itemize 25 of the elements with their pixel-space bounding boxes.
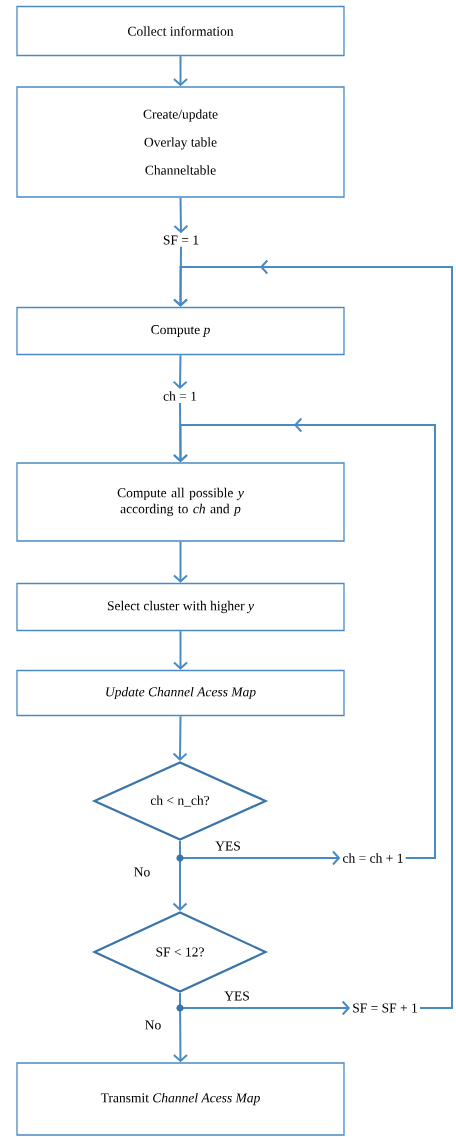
process-box: Transmit Channel Acess Map — [16, 1062, 345, 1136]
step-label: SF = SF + 1 — [353, 1003, 417, 1013]
process-box: Compute all possible y according to ch and p — [16, 462, 345, 542]
arrow — [173, 540, 188, 583]
arrow — [172, 354, 188, 390]
arrow — [173, 259, 453, 1009]
process-box: Collect information — [16, 5, 345, 57]
arrow — [173, 196, 189, 234]
process-box: Create/update Overlay table Channeltable — [16, 86, 345, 198]
process-box: Compute p — [16, 306, 345, 356]
step-label: ch = 1 — [163, 391, 197, 401]
step-label: SF = 1 — [163, 235, 199, 245]
arrow — [173, 417, 436, 859]
step-label: ch = ch + 1 — [343, 853, 403, 863]
edge-label: No — [143, 1019, 163, 1031]
edge-label: YES — [223, 990, 251, 1002]
edge-label: YES — [214, 840, 242, 852]
process-box: Select cluster with higher y — [16, 582, 345, 632]
arrow — [172, 840, 188, 911]
arrow — [172, 715, 188, 761]
arrow — [173, 630, 188, 670]
arrow — [172, 992, 188, 1063]
process-box: Update Channel Acess Map — [16, 669, 345, 717]
arrow — [173, 55, 188, 87]
edge-label: No — [132, 866, 152, 878]
